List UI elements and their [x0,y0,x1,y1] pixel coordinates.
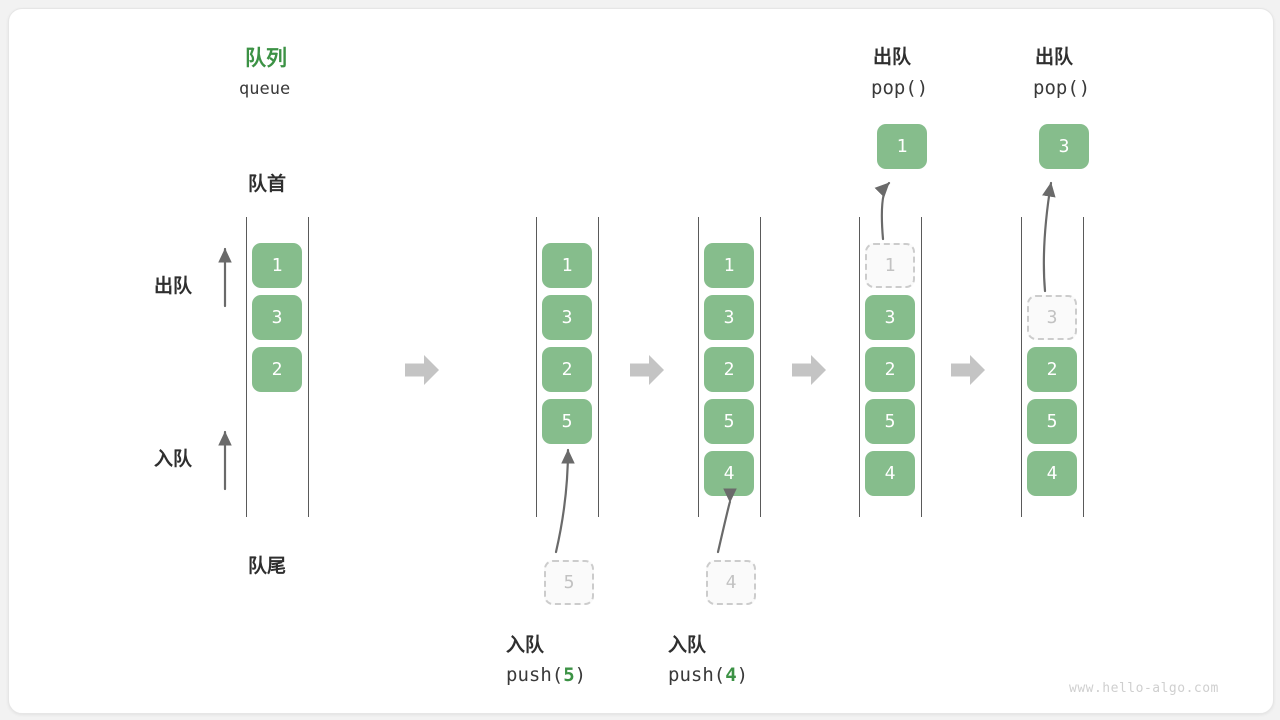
queue-cell-push-5-2: 2 [542,347,592,392]
push-arrow-push-5 [554,448,575,554]
queue-cell-push-5-1: 1 [542,243,592,288]
queue-cell-push-5-3: 3 [542,295,592,340]
front-label: 队首 [248,174,287,195]
queue-cell-push-5-5: 5 [542,399,592,444]
queue-cell-pop-1-4: 4 [865,451,915,496]
push-caption-cn-push-4: 入队 [668,635,707,656]
queue-cell-pop-1-1: 1 [865,243,915,288]
diagram-stage: 队列 queue 队首 队尾 出队 入队 www.hello-algo.com … [9,9,1273,713]
popped-cell-pop-3: 3 [1039,124,1089,169]
queue-cell-pop-1-3: 3 [865,295,915,340]
push-arg: 5 [563,664,575,686]
queue-rail [859,217,860,517]
push-caption-code-push-5: push(5) [506,664,587,686]
queue-cell-push-4-5: 5 [704,399,754,444]
transition-arrow-2 [630,355,664,385]
queue-cell-pop-3-3: 3 [1027,295,1077,340]
watermark: www.hello-algo.com [1069,681,1219,696]
transition-arrow-3 [792,355,826,385]
queue-cell-push-4-3: 3 [704,295,754,340]
queue-cell-pop-1-2: 2 [865,347,915,392]
queue-cell-pop-3-5: 5 [1027,399,1077,444]
queue-rail [598,217,599,517]
pop-title-cn-pop-3: 出队 [1035,47,1074,68]
transition-arrow-1 [405,355,439,385]
popped-cell-pop-1: 1 [877,124,927,169]
queue-title-en: queue [239,79,291,99]
queue-rail [921,217,922,517]
queue-rail [308,217,309,517]
queue-rail [1021,217,1022,517]
queue-cell-pop-1-5: 5 [865,399,915,444]
queue-cell-push-4-4: 4 [704,451,754,496]
queue-cell-initial-2: 2 [252,347,302,392]
push-caption-code-push-4: push(4) [668,664,749,686]
push-arg: 4 [725,664,737,686]
queue-rail [698,217,699,517]
queue-rail [760,217,761,517]
queue-rail [536,217,537,517]
pop-title-cn-pop-1: 出队 [873,47,912,68]
queue-title-cn: 队列 [245,47,287,70]
push-arrow-push-4 [716,488,737,554]
queue-rail [246,217,247,517]
queue-cell-initial-3: 3 [252,295,302,340]
queue-cell-push-4-1: 1 [704,243,754,288]
push-caption-cn-push-5: 入队 [506,635,545,656]
diagram-card: 队列 queue 队首 队尾 出队 入队 www.hello-algo.com … [8,8,1274,714]
queue-rail [1083,217,1084,517]
rear-label: 队尾 [248,556,287,577]
pop-title-code-pop-3: pop() [1033,77,1091,99]
queue-cell-initial-1: 1 [252,243,302,288]
enqueue-side-label: 入队 [154,449,193,470]
queue-cell-pop-3-4: 4 [1027,451,1077,496]
incoming-ghost-push-5: 5 [544,560,594,605]
incoming-ghost-push-4: 4 [706,560,756,605]
dequeue-side-label: 出队 [154,276,193,297]
queue-cell-push-4-2: 2 [704,347,754,392]
pop-arrow-pop-3 [1042,181,1056,293]
pop-arrow-pop-1 [874,181,891,241]
pop-title-code-pop-1: pop() [871,77,929,99]
queue-cell-pop-3-2: 2 [1027,347,1077,392]
transition-arrow-4 [951,355,985,385]
